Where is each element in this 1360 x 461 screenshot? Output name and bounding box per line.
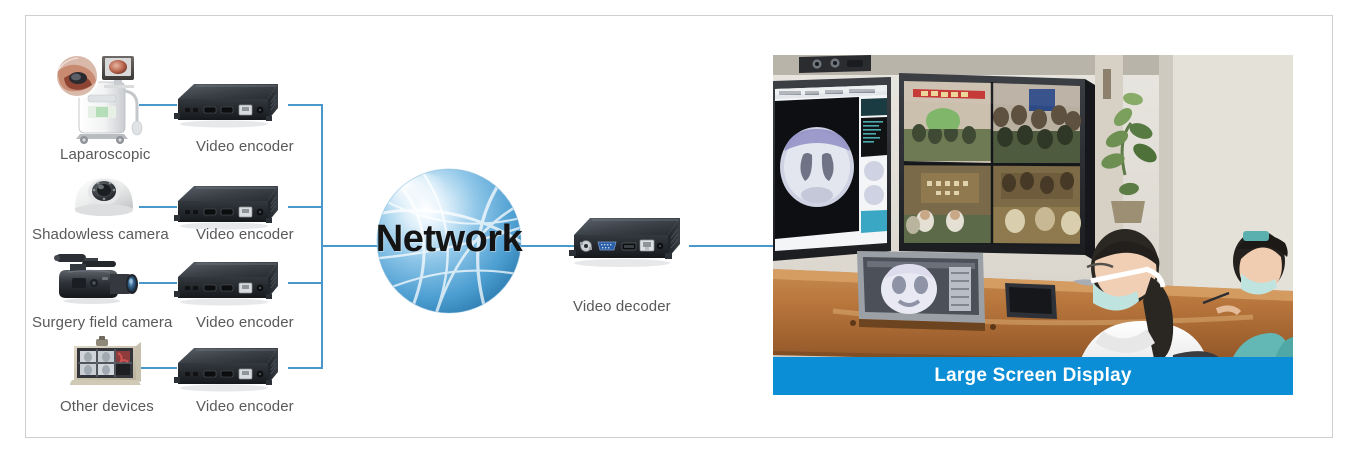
conference-room-photo (773, 55, 1293, 395)
encoder-label-2: Video encoder (196, 226, 294, 243)
source-label-shadowless: Shadowless camera (32, 226, 169, 243)
display-banner-label: Large Screen Display (934, 365, 1132, 386)
source-label-surgery-field: Surgery field camera (32, 314, 173, 331)
decoder-label: Video decoder (573, 298, 671, 315)
source-label-laparoscopic: Laparoscopic (60, 146, 151, 163)
camcorder-icon (48, 248, 144, 304)
large-screen-display-photo: Large Screen Display (773, 55, 1293, 395)
network-node: Network (358, 163, 540, 323)
encoder-label-4: Video encoder (196, 398, 294, 415)
video-decoder-device (566, 214, 694, 272)
network-label: Network (375, 218, 523, 260)
table-tablet (1005, 283, 1057, 319)
source-label-other-devices: Other devices (60, 398, 154, 415)
video-encoder-device-2 (172, 182, 290, 234)
video-encoder-device-1 (172, 80, 290, 132)
encoder-label-3: Video encoder (196, 314, 294, 331)
video-encoder-device-3 (172, 258, 290, 310)
laparoscopic-tower-icon (52, 44, 144, 144)
encoder-label-1: Video encoder (196, 138, 294, 155)
plant (1101, 92, 1157, 223)
xray-viewer-icon (70, 336, 144, 388)
video-encoder-device-4 (172, 344, 290, 396)
globe-icon (376, 168, 522, 314)
dome-camera-icon (68, 170, 140, 218)
display-banner: Large Screen Display (773, 357, 1293, 395)
table-monitor (850, 251, 996, 331)
